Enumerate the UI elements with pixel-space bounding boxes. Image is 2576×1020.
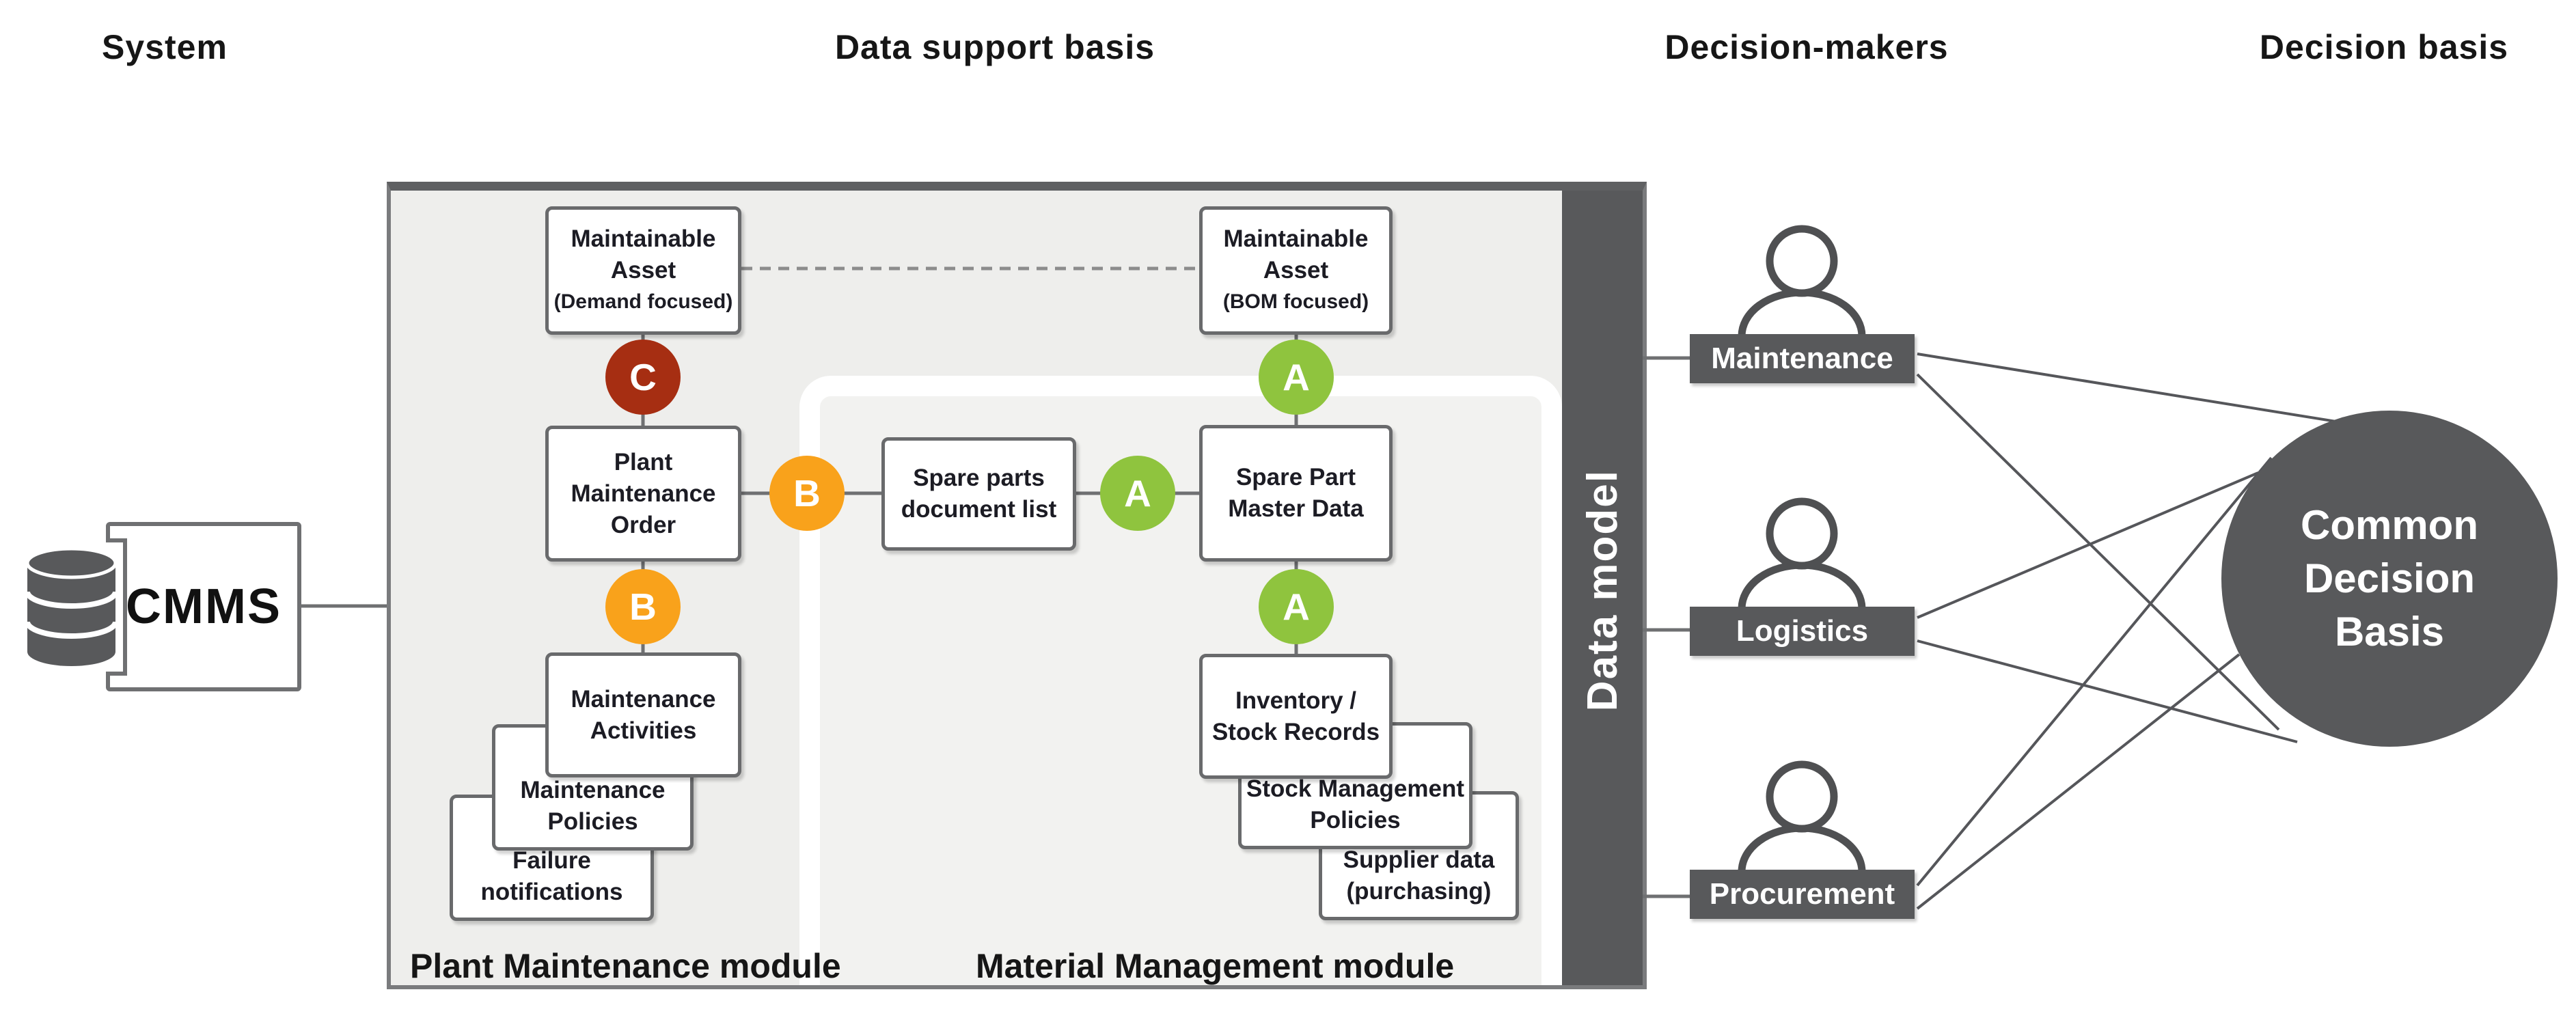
supplier-data-label: Supplier data xyxy=(1343,846,1495,873)
inventory-stock-records-label: Stock Records xyxy=(1211,718,1380,745)
decision-maker-label: Procurement xyxy=(1709,877,1895,911)
circle-text-line: Decision xyxy=(2303,555,2476,601)
header-decision-basis: Decision basis xyxy=(2259,28,2509,66)
person-icon-logistics xyxy=(1738,497,1866,609)
maintainable-asset-bom-label: (BOM focused) xyxy=(1222,290,1369,313)
procurement-to-circle-top xyxy=(1916,456,2273,887)
plant-maintenance-order-label: Order xyxy=(610,511,676,538)
badge-b2: B xyxy=(605,569,681,644)
decision-maker-logistics: Logistics xyxy=(1690,607,1915,656)
maintainable-asset-bom-label: Maintainable xyxy=(1223,225,1369,252)
common-decision-basis-circle: Common Decision Basis xyxy=(2221,411,2558,747)
maintenance-activities-label: Activities xyxy=(590,717,697,744)
database-icon xyxy=(25,547,118,667)
stock-management-policies-label: Stock Management xyxy=(1246,775,1464,802)
cmms-label: CMMS xyxy=(126,579,282,634)
header-data-support: Data support basis xyxy=(834,28,1155,66)
maintenance-policies-label: Maintenance xyxy=(520,777,666,803)
header-decision-makers: Decision-makers xyxy=(1664,28,1949,66)
maintainable-asset-demand-label: Maintainable xyxy=(571,225,716,252)
maintenance-activities-label: Maintenance xyxy=(571,685,716,713)
person-icon-procurement xyxy=(1738,760,1866,872)
stock-management-policies-label: Policies xyxy=(1310,807,1401,833)
badge-a1: A xyxy=(1100,456,1175,531)
maintenance-to-circle-top xyxy=(1917,353,2358,426)
badge-c: C xyxy=(605,340,681,415)
inventory-stock-records-label: Inventory / xyxy=(1235,687,1356,714)
plant-maintenance-order-label: Plant xyxy=(614,448,673,475)
spare-part-master-data-label: Master Data xyxy=(1228,495,1364,522)
spare-part-master-data-label: Spare Part xyxy=(1235,464,1356,491)
failure-notifications-label: notifications xyxy=(480,879,623,905)
plant-maintenance-order-label: Maintenance xyxy=(571,480,716,507)
supplier-data-label: (purchasing) xyxy=(1346,878,1492,905)
decision-maker-procurement: Procurement xyxy=(1690,870,1915,919)
spare-parts-document-list-label: Spare parts xyxy=(913,465,1045,491)
cmms-box: CMMS xyxy=(106,522,301,691)
failure-notifications-label: Failure xyxy=(512,847,591,874)
badge-b1: B xyxy=(769,456,845,531)
spare-parts-document-list-label: document list xyxy=(901,496,1057,523)
decision-maker-label: Maintenance xyxy=(1711,342,1893,375)
data-model-label: Data model xyxy=(1578,469,1626,712)
material-management-module-label: Material Management module xyxy=(976,947,1455,985)
circle-text-line: Common xyxy=(2301,502,2478,548)
spare-parts-document-list: Spare parts document list xyxy=(881,437,1076,551)
maintainable-asset-bom-label: Asset xyxy=(1263,257,1329,284)
data-model-bar: Data model xyxy=(1562,191,1643,985)
logistics-to-circle-top xyxy=(1917,471,2259,619)
inventory-stock-records: Inventory / Stock Records xyxy=(1199,654,1393,779)
maintenance-policies-label: Policies xyxy=(547,808,638,835)
circle-text-line: Basis xyxy=(2334,609,2445,654)
procurement-to-circle-bottom xyxy=(1916,653,2241,910)
badge-a2: A xyxy=(1259,340,1334,415)
decision-maker-label: Logistics xyxy=(1736,614,1869,648)
header-system: System xyxy=(102,28,228,66)
person-icon-maintenance xyxy=(1738,225,1866,337)
maintainable-asset-demand-label: (Demand focused) xyxy=(553,290,733,313)
maintainable-asset-demand-label: Asset xyxy=(610,257,676,284)
decision-maker-maintenance: Maintenance xyxy=(1690,334,1915,383)
plant-maintenance-module-label: Plant Maintenance module xyxy=(410,947,841,985)
badge-a3: A xyxy=(1259,569,1334,644)
